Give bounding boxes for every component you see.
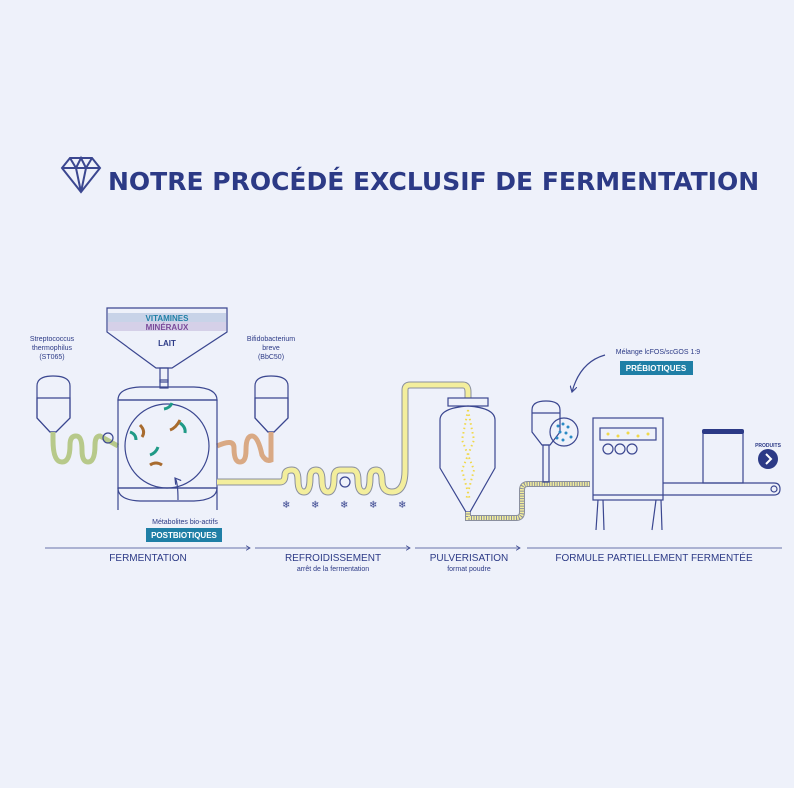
ingredient-hopper <box>106 307 228 383</box>
prebiotic-tank <box>531 400 579 483</box>
snowflake-icon: ❄ <box>398 500 406 511</box>
products-label: PRODUITS <box>755 443 782 449</box>
right-culture-tank <box>215 375 289 465</box>
snowflake-icon: ❄ <box>340 500 348 511</box>
postbiotics-badge: POSTBIOTIQUES <box>151 531 217 540</box>
left-strain-species: thermophilus <box>32 345 73 352</box>
hopper-mineraux: MINÉRAUX <box>146 323 189 332</box>
conveyor-belt <box>663 482 781 496</box>
products-button[interactable]: PRODUITS <box>755 443 782 469</box>
snowflake-icon: ❄ <box>369 500 377 511</box>
fermentation-vessel <box>117 379 218 510</box>
snowflake-icons: ❄ ❄ ❄ ❄ ❄ <box>282 500 406 511</box>
cooling-tube <box>217 381 472 496</box>
stage-refroidissement: REFROIDISSEMENT <box>285 553 381 564</box>
spray-dryer <box>439 397 590 521</box>
snowflake-icon: ❄ <box>311 500 319 511</box>
prebiotics-badge: PRÉBIOTIQUES <box>626 364 687 373</box>
left-culture-tank <box>36 375 120 465</box>
hopper-vitamines: VITAMINES <box>146 314 190 323</box>
right-strain-code: (BbC50) <box>258 354 284 361</box>
page-title: NOTRE PROCÉDÉ EXCLUSIF DE FERMENTATION <box>108 167 759 196</box>
left-strain-code: (ST065) <box>39 354 64 361</box>
product-can <box>702 429 744 484</box>
diamond-icon <box>60 155 102 194</box>
prebiotics-badge-bg <box>620 361 693 375</box>
postbiotics-badge-bg <box>146 528 222 542</box>
mixing-machine <box>592 417 664 531</box>
stage-pulverisation-sub: format poudre <box>447 566 491 573</box>
right-strain-species: breve <box>262 345 280 352</box>
postbiotics-caption: Métabolites bio-actifs <box>152 519 218 526</box>
stage-pulverisation: PULVERISATION <box>430 553 509 564</box>
left-strain-name: Streptococcus <box>30 336 75 343</box>
hopper-lait: LAIT <box>158 339 176 348</box>
stage-refroidissement-sub: arrêt de la fermentation <box>297 566 369 573</box>
arrow-icon <box>572 354 606 392</box>
snowflake-icon: ❄ <box>282 500 290 511</box>
stage-formule: FORMULE PARTIELLEMENT FERMENTÉE <box>555 551 753 564</box>
stage-fermentation: FERMENTATION <box>109 553 186 564</box>
right-strain-name: Bifidobacterium <box>247 336 295 343</box>
prebiotics-caption: Mélange lcFOS/scGOS 1:9 <box>616 349 701 356</box>
chevron-right-icon <box>765 453 773 465</box>
